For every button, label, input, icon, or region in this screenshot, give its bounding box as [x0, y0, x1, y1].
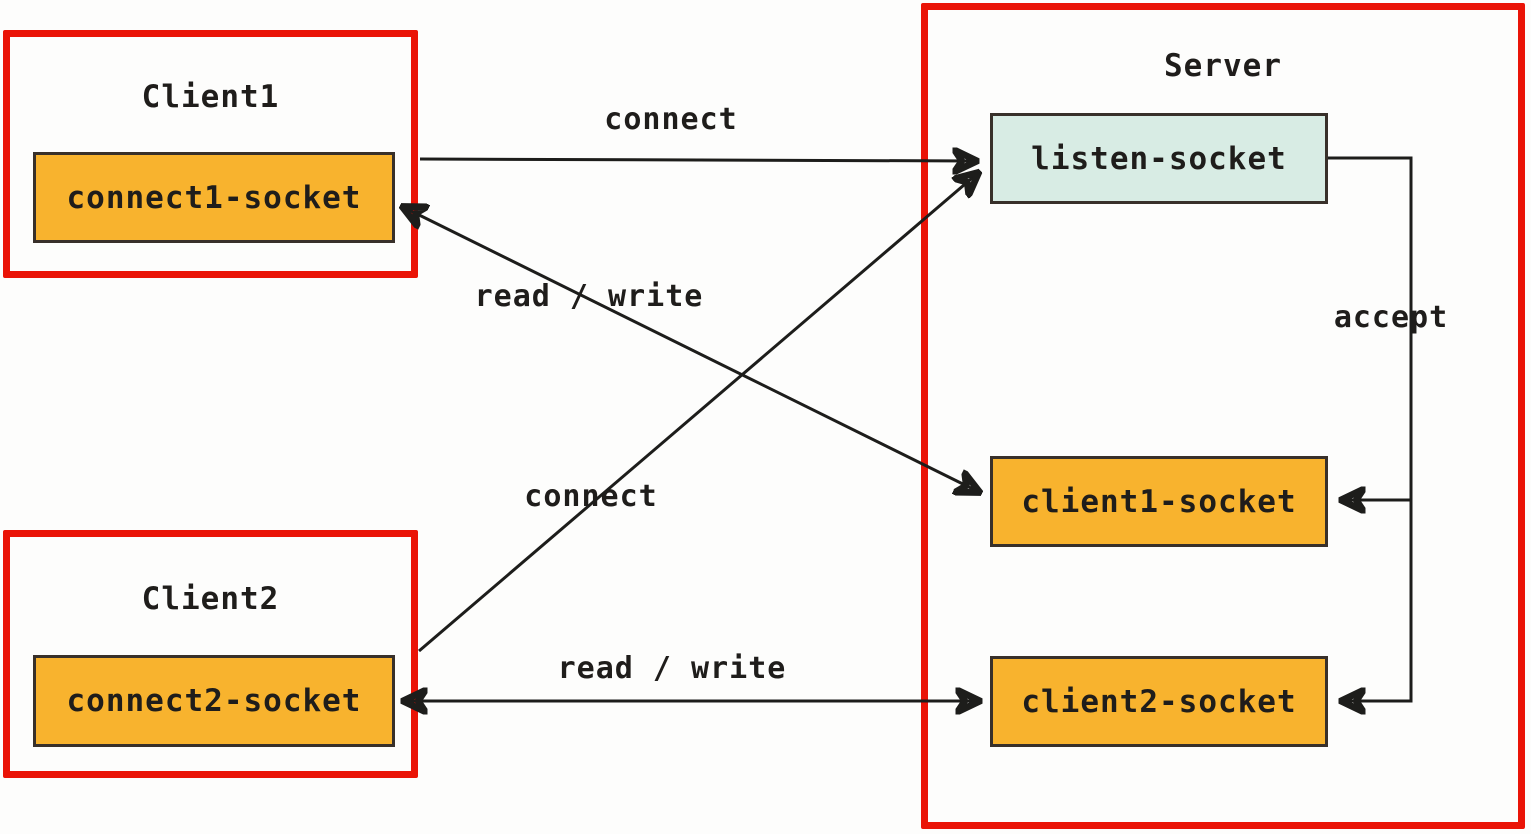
listen-socket-box: listen-socket — [990, 113, 1328, 204]
client2-socket-box: client2-socket — [990, 656, 1328, 747]
client2-socket-label: client2-socket — [1021, 683, 1297, 720]
listen-socket-label: listen-socket — [1031, 140, 1287, 177]
connect-arrow-client2-to-listen — [418, 173, 978, 653]
connect-bottom-label: connect — [524, 479, 658, 514]
connect2-socket-label: connect2-socket — [66, 683, 362, 719]
read-write-arrow-client1 — [403, 207, 979, 492]
connect2-socket-box: connect2-socket — [33, 655, 395, 747]
server-title: Server — [1164, 48, 1282, 84]
connect1-socket-label: connect1-socket — [66, 179, 362, 216]
read-write-client1-label: read / write — [474, 279, 704, 314]
client1-title: Client1 — [141, 79, 280, 115]
connect-top-label: connect — [604, 102, 738, 137]
connect-arrow-client1-to-listen — [419, 159, 976, 161]
read-write-client2-label: read / write — [557, 651, 787, 686]
connect1-socket-box: connect1-socket — [33, 152, 395, 243]
client1-socket-box: client1-socket — [990, 456, 1328, 547]
client2-title: Client2 — [141, 581, 280, 617]
accept-label: accept — [1333, 300, 1449, 335]
client1-socket-label: client1-socket — [1021, 483, 1297, 520]
